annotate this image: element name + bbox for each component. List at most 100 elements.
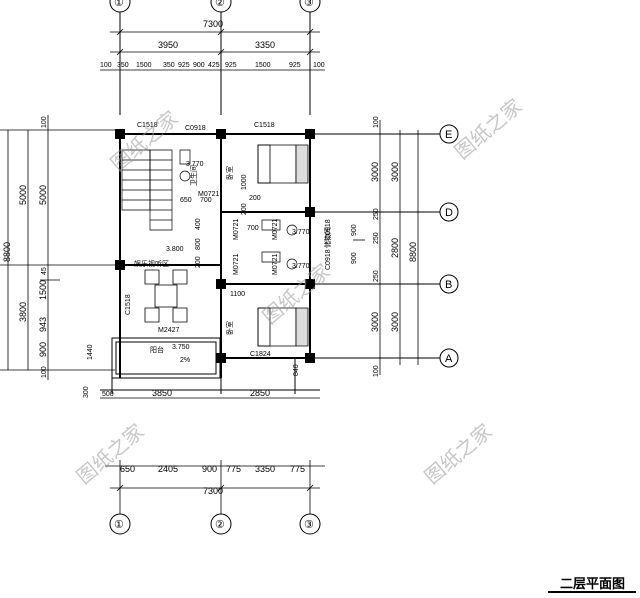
svg-text:1500: 1500 bbox=[136, 62, 152, 69]
room-label-balcony: 阳台 bbox=[150, 345, 164, 354]
svg-text:650: 650 bbox=[120, 464, 135, 474]
drawing-title: 二层平面图 bbox=[560, 577, 625, 592]
room-label-bedroom-upper: 卧室 bbox=[225, 166, 234, 180]
window-label-c1824: C1824 bbox=[250, 351, 271, 358]
svg-text:700: 700 bbox=[200, 197, 212, 204]
left-dimension-lines bbox=[0, 115, 115, 380]
dim-right-mid-5: 900 bbox=[351, 252, 358, 264]
inner-dimensions: 1100 700 700 200 400 800 200 1000 200 65… bbox=[180, 174, 261, 298]
window-label-c1518-top-left: C1518 bbox=[137, 122, 158, 129]
svg-text:1100: 1100 bbox=[230, 291, 245, 298]
door-label-2: M0721 bbox=[233, 218, 240, 240]
watermark-5: 图纸之家 bbox=[420, 419, 497, 489]
dim-left-mid-5: 900 bbox=[38, 342, 48, 357]
axis-bubble-D bbox=[440, 203, 458, 221]
door-label-1: M0721 bbox=[198, 191, 220, 198]
dim-right-outer-1: 3000 bbox=[390, 162, 400, 182]
building-walls bbox=[116, 130, 314, 378]
dim-bottom-small-3: 840 bbox=[293, 364, 300, 376]
dim-top-total: 7300 bbox=[203, 19, 223, 29]
svg-text:200: 200 bbox=[195, 256, 202, 268]
window-label-c1518-top-right: C1518 bbox=[254, 122, 275, 129]
dim-right-mid-4: 250 bbox=[373, 232, 380, 244]
svg-text:925: 925 bbox=[289, 62, 301, 69]
watermark-1: 图纸之家 bbox=[106, 106, 183, 176]
svg-text:775: 775 bbox=[226, 464, 241, 474]
door-label-3: M0721 bbox=[233, 253, 240, 275]
svg-text:200: 200 bbox=[249, 195, 261, 202]
watermark-4: 图纸之家 bbox=[72, 419, 149, 489]
bed-lower bbox=[258, 308, 308, 346]
svg-text:350: 350 bbox=[117, 62, 129, 69]
bottom-axis-bubbles bbox=[110, 514, 320, 534]
watermark-2: 图纸之家 bbox=[450, 94, 527, 164]
svg-text:200: 200 bbox=[241, 203, 248, 215]
window-label-c1518-left: C1518 bbox=[125, 294, 132, 315]
elevation-1: 3.770 bbox=[186, 161, 204, 168]
dim-bottom-detail: 650 2405 900 775 3350 775 bbox=[120, 464, 305, 474]
svg-text:100: 100 bbox=[313, 62, 325, 69]
axis-bubble-1-bottom bbox=[110, 514, 130, 534]
door-label-m2427: M2427 bbox=[158, 327, 180, 334]
axis-bubble-B bbox=[440, 275, 458, 293]
dim-left-outer-2: 3800 bbox=[18, 302, 28, 322]
dim-right-mid-7: 3000 bbox=[370, 312, 380, 332]
dim-right-edge-1: 100 bbox=[373, 116, 380, 128]
room-label-toilet: 卫生间 bbox=[189, 165, 198, 186]
bottom-dimension-lines bbox=[100, 398, 325, 514]
staircase bbox=[122, 150, 172, 230]
svg-text:700: 700 bbox=[247, 225, 259, 232]
axis-label-2-top: ② bbox=[215, 0, 225, 9]
svg-text:900: 900 bbox=[202, 464, 217, 474]
svg-text:1500: 1500 bbox=[255, 62, 271, 69]
dim-top-span-2: 3350 bbox=[255, 40, 275, 50]
dim-left-edge-2: 100 bbox=[41, 366, 48, 378]
svg-text:800: 800 bbox=[195, 238, 202, 250]
room-label-storage: 储物间 bbox=[323, 227, 332, 248]
dim-right-outer-3: 3000 bbox=[390, 312, 400, 332]
dim-top-span-1: 3950 bbox=[158, 40, 178, 50]
axis-label-3-bottom: ③ bbox=[304, 519, 314, 531]
svg-text:350: 350 bbox=[163, 62, 175, 69]
svg-text:775: 775 bbox=[290, 464, 305, 474]
window-label-c0918-right-1: C0918 bbox=[325, 219, 332, 240]
axis-label-D: D bbox=[445, 207, 453, 219]
axis-label-A: A bbox=[445, 353, 453, 365]
svg-text:900: 900 bbox=[193, 62, 205, 69]
svg-text:650: 650 bbox=[180, 197, 192, 204]
svg-text:1000: 1000 bbox=[241, 174, 248, 190]
axis-label-1-bottom: ① bbox=[114, 519, 124, 531]
dim-right-total: 8800 bbox=[408, 242, 418, 262]
door-label-4: M0721 bbox=[272, 218, 279, 240]
top-axis-bubbles bbox=[110, 0, 320, 115]
axis-label-E: E bbox=[445, 129, 452, 141]
dim-bottom-small-2: 300 bbox=[83, 386, 90, 398]
elevation-5: 3.770 bbox=[292, 263, 310, 270]
bed-upper bbox=[258, 145, 308, 183]
svg-text:925: 925 bbox=[178, 62, 190, 69]
dim-bottom-mid-2: 2850 bbox=[250, 388, 270, 398]
dim-left-mid-3: 1500 bbox=[38, 280, 48, 300]
sofa-set bbox=[145, 270, 187, 322]
right-axis-bubbles bbox=[315, 125, 458, 367]
dim-left-edge-1: 100 bbox=[41, 116, 48, 128]
dim-bottom-small-1: 500 bbox=[102, 391, 114, 398]
svg-text:100: 100 bbox=[100, 62, 112, 69]
svg-text:400: 400 bbox=[195, 218, 202, 230]
dim-left-mid-2: 45 bbox=[41, 267, 48, 275]
svg-text:2405: 2405 bbox=[158, 464, 178, 474]
dim-left-edge-3: 1440 bbox=[87, 344, 94, 360]
door-label-5: M0721 bbox=[272, 253, 279, 275]
slope-label: 2% bbox=[180, 357, 190, 364]
dim-right-mid-2: 250 bbox=[373, 208, 380, 220]
window-label-c0918-top: C0918 bbox=[185, 125, 206, 132]
room-label-bedroom-lower: 卧室 bbox=[225, 321, 234, 335]
dim-bottom-mid-1: 3850 bbox=[152, 388, 172, 398]
dim-top-detail: 100 350 1500 350 925 900 425 925 1500 92… bbox=[100, 62, 325, 69]
elevation-3: 3.750 bbox=[172, 344, 190, 351]
axis-bubble-2-bottom bbox=[211, 514, 231, 534]
window-label-c0918-right-2: C0918 bbox=[325, 249, 332, 270]
room-label-living: 娱乐视听区 bbox=[134, 259, 169, 268]
dim-right-mid-1: 3000 bbox=[370, 162, 380, 182]
